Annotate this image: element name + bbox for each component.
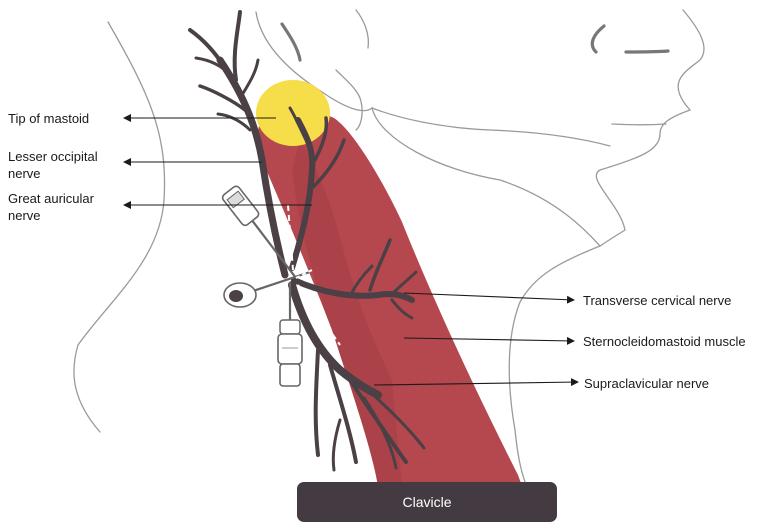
upper-syringe-hub <box>221 185 260 227</box>
supraclavicular-branch-4 <box>368 390 426 450</box>
lower-syringe-hub <box>277 319 303 387</box>
supraclavicular-nerve <box>288 281 382 399</box>
label-sternocleidomastoid-muscle: Sternocleidomastoid muscle <box>583 334 746 349</box>
arrow-transverse-cervical <box>403 292 575 304</box>
face-features <box>280 22 670 62</box>
face-profile-outline <box>595 9 705 247</box>
lesser-occipital-branch-1 <box>188 28 227 70</box>
great-auricular-branch-1 <box>310 116 329 167</box>
clavicle-bar: Clavicle <box>297 482 557 522</box>
left-syringe-hub <box>223 282 257 308</box>
lip-line <box>611 123 667 126</box>
transverse-cervical-branch-2 <box>388 270 418 298</box>
lesser-occipital-branch-5 <box>194 56 232 77</box>
needle-trajectory-upper <box>287 204 294 271</box>
transverse-cervical-branch-1 <box>368 238 392 292</box>
ear-fold-mark <box>280 22 302 62</box>
lesser-occipital-nerve <box>216 56 289 279</box>
nerve-plexus <box>188 10 426 472</box>
great-auricular-branch-2 <box>308 138 346 192</box>
horizontal-needle-shaft <box>249 270 311 294</box>
arrow-sternocleidomastoid <box>403 336 575 345</box>
supraclavicular-branch-1 <box>313 348 320 457</box>
label-great-auricular-nerve: Great auricular nerve <box>8 191 94 223</box>
chin-outline <box>371 107 611 147</box>
needle-trajectory-lower <box>297 284 341 346</box>
great-auricular-branch-3 <box>288 106 308 142</box>
transverse-cervical-branch-3 <box>390 298 414 320</box>
lesser-occipital-branch-6 <box>240 58 260 97</box>
label-lesser-occipital-nerve: Lesser occipital nerve <box>8 149 98 181</box>
transverse-cervical-nerve <box>291 277 415 303</box>
eyebrow-mark <box>624 49 670 54</box>
muscle-shadow <box>292 140 402 486</box>
label-transverse-cervical-nerve: Transverse cervical nerve <box>583 293 732 308</box>
jaw-outline <box>255 11 602 491</box>
needle-assembly <box>221 185 341 387</box>
lesser-occipital-branch-2 <box>232 10 242 82</box>
label-clavicle: Clavicle <box>402 494 452 510</box>
supraclavicular-branch-6 <box>331 418 342 472</box>
back-of-neck-outline <box>73 21 166 433</box>
supraclavicular-branch-5 <box>362 396 398 470</box>
lesser-occipital-branch-3 <box>198 84 247 112</box>
great-auricular-nerve <box>289 117 316 271</box>
needle-trajectory-side <box>295 269 313 279</box>
arrow-supraclavicular <box>373 378 579 387</box>
leader-lines <box>123 114 579 387</box>
ear-outline <box>335 69 363 131</box>
supraclavicular-branch-2 <box>328 363 358 464</box>
label-tip-of-mastoid: Tip of mastoid <box>8 111 90 126</box>
eye-mark <box>590 24 606 54</box>
lesser-occipital-branch-4 <box>216 112 252 132</box>
label-supraclavicular-nerve: Supraclavicular nerve <box>584 376 710 391</box>
neck-outline <box>73 9 705 491</box>
temple-outline <box>355 9 370 49</box>
transverse-cervical-branch-4 <box>348 264 374 298</box>
